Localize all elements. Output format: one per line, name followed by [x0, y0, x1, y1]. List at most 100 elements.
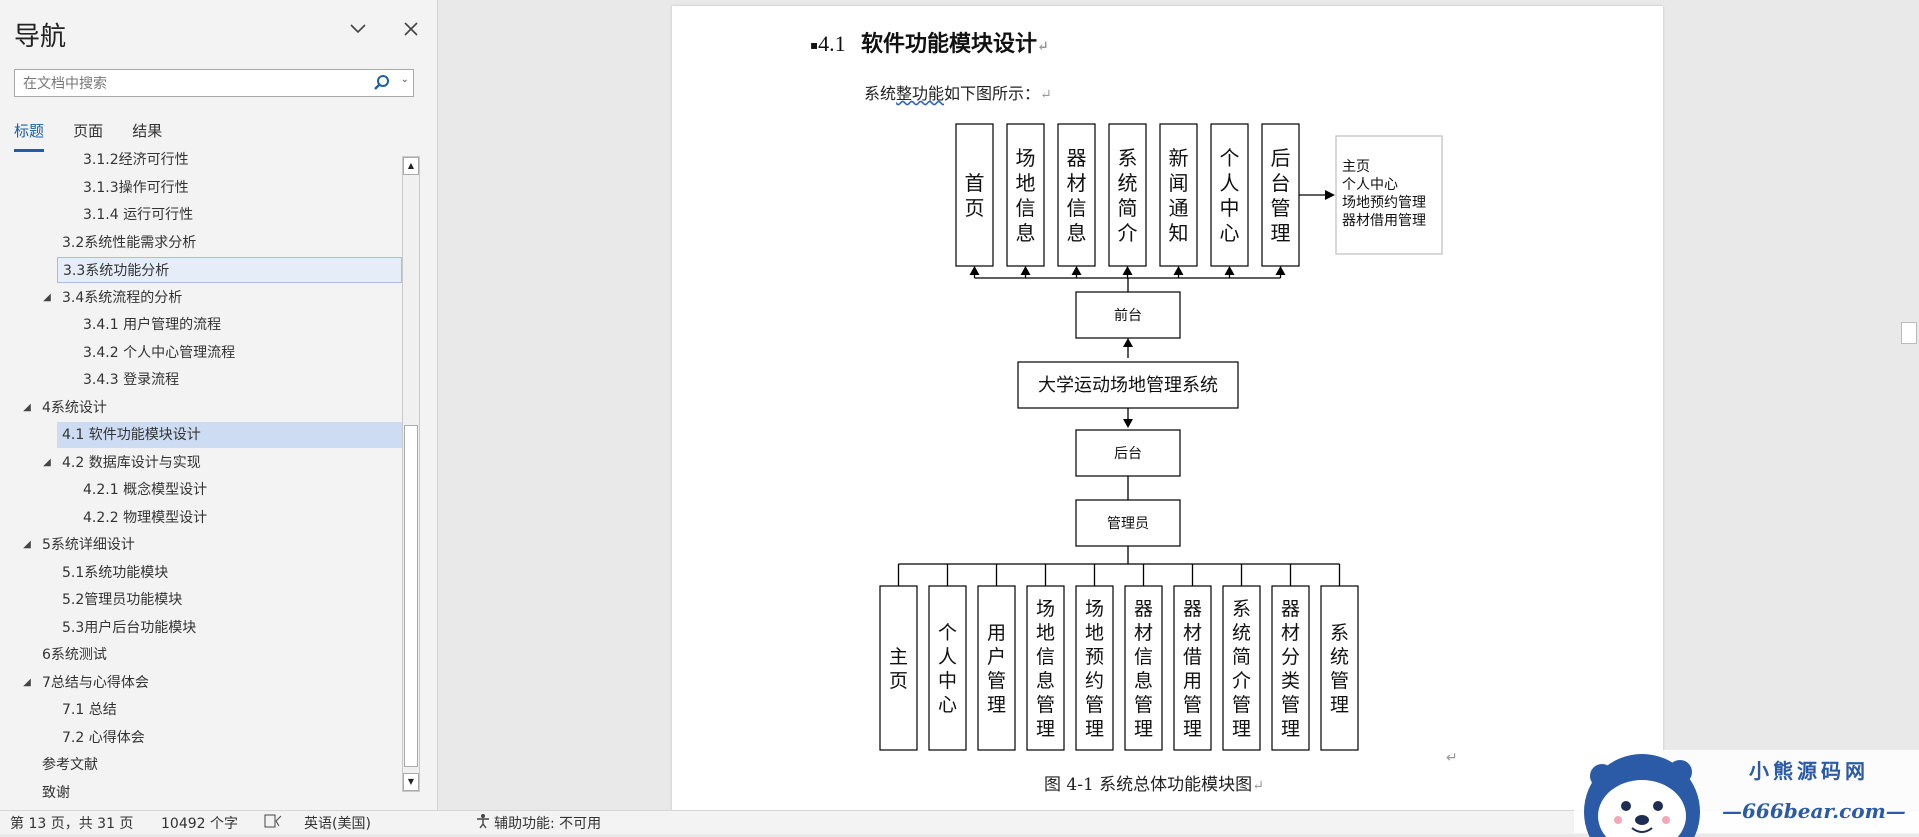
- front-module-box: [1210, 123, 1249, 267]
- scroll-up-arrow-icon[interactable]: ▲: [403, 157, 419, 175]
- nav-heading-item[interactable]: 3.1.4 运行可行性: [0, 202, 402, 228]
- scroll-down-arrow-icon[interactable]: ▼: [403, 773, 419, 791]
- nav-heading-label: 4.2 数据库设计与实现: [62, 454, 201, 471]
- nav-heading-label: 4系统设计: [42, 399, 107, 416]
- expand-collapse-triangle-icon[interactable]: ◢: [43, 291, 51, 303]
- search-icon[interactable]: [371, 72, 393, 94]
- caption-text: 图 4-1 系统总体功能模块图: [1044, 775, 1253, 795]
- word-count[interactable]: 10492 个字: [161, 816, 238, 832]
- nav-heading-label: 7.2 心得体会: [62, 729, 145, 746]
- expand-collapse-triangle-icon[interactable]: ◢: [23, 401, 31, 413]
- nav-heading-label: 7总结与心得体会: [42, 674, 149, 691]
- section-heading: ▪4.1 软件功能模块设计↵: [810, 26, 1049, 58]
- nav-options-chevron-down-icon[interactable]: [345, 18, 371, 44]
- nav-heading-item[interactable]: ◢ 7总结与心得体会: [0, 670, 402, 696]
- nav-heading-item[interactable]: 5.3用户后台功能模块: [0, 615, 402, 641]
- nav-heading-item[interactable]: 5.1系统功能模块: [0, 560, 402, 586]
- nav-heading-label: 5.1系统功能模块: [62, 564, 169, 581]
- nav-heading-item[interactable]: 7.2 心得体会: [0, 725, 402, 751]
- figure-caption: 图 4-1 系统总体功能模块图↵: [1044, 770, 1264, 795]
- front-node-box: [1075, 291, 1181, 339]
- backend-menu-box: [1335, 135, 1443, 255]
- site-watermark-logo: 小熊源码网 —666bear.com—: [1574, 750, 1919, 837]
- nav-heading-item[interactable]: ◢ 3.4系统流程的分析: [0, 285, 402, 311]
- nav-heading-label: 3.1.3操作可行性: [83, 179, 189, 196]
- admin-module-box: [1320, 585, 1359, 751]
- document-scrollbar-thumb[interactable]: [1901, 322, 1917, 344]
- admin-module-label: 器材分类管理: [1281, 598, 1300, 740]
- nav-heading-item[interactable]: 3.4.1 用户管理的流程: [0, 312, 402, 338]
- proofing-icon[interactable]: [264, 813, 282, 833]
- tab-pages[interactable]: 页面: [73, 122, 104, 140]
- nav-heading-label: 3.4.2 个人中心管理流程: [83, 344, 236, 361]
- nav-heading-item[interactable]: 参考文献: [0, 752, 402, 778]
- nav-heading-item[interactable]: 7.1 总结: [0, 697, 402, 723]
- nav-heading-label: 3.4.1 用户管理的流程: [83, 317, 222, 333]
- accessibility-status[interactable]: 辅助功能: 不可用: [494, 816, 602, 832]
- admin-module-box: [1222, 585, 1261, 751]
- scrollbar-thumb[interactable]: [404, 425, 418, 767]
- nav-heading-item[interactable]: 致谢: [0, 780, 402, 806]
- nav-heading-item[interactable]: 5.2管理员功能模块: [0, 587, 402, 613]
- admin-module-box: [977, 585, 1016, 751]
- admin-module-label: 系统简介管理: [1232, 598, 1251, 740]
- front-node-label: 前台: [1114, 307, 1142, 324]
- intro-text-spellcheck: 整功能: [896, 84, 945, 103]
- front-module-box: [1006, 123, 1045, 267]
- front-module-label: 个人中心: [1220, 146, 1240, 245]
- search-options-chevron-down-icon[interactable]: ⌄: [400, 74, 409, 85]
- front-module-label: 系统简介: [1118, 146, 1138, 245]
- nav-heading-item[interactable]: 4.1 软件功能模块设计: [57, 422, 402, 448]
- page-count[interactable]: 第 13 页，共 31 页: [10, 816, 134, 832]
- close-icon[interactable]: [398, 18, 424, 44]
- intro-text-pre: 系统: [864, 84, 897, 103]
- language[interactable]: 英语(美国): [304, 816, 371, 832]
- nav-heading-item[interactable]: 3.3系统功能分析: [57, 257, 402, 283]
- nav-heading-item[interactable]: 3.4.3 登录流程: [0, 367, 402, 393]
- nav-heading-item[interactable]: 3.1.3操作可行性: [0, 175, 402, 201]
- tab-results[interactable]: 结果: [132, 122, 163, 140]
- menu-arrowhead: [1325, 190, 1335, 200]
- nav-heading-label: 4.2.2 物理模型设计: [83, 509, 208, 526]
- expand-collapse-triangle-icon[interactable]: ◢: [43, 456, 51, 468]
- nav-heading-label: 参考文献: [42, 757, 98, 773]
- system-node-label: 大学运动场地管理系统: [1038, 375, 1218, 396]
- front-module-label: 首页: [965, 171, 985, 220]
- expand-collapse-triangle-icon[interactable]: ◢: [23, 676, 31, 688]
- admin-node-label: 管理员: [1107, 516, 1149, 532]
- nav-heading-item[interactable]: 3.4.2 个人中心管理流程: [0, 340, 402, 366]
- system-node-box: [1017, 361, 1239, 409]
- tab-headings[interactable]: 标题: [14, 120, 45, 152]
- nav-scrollbar[interactable]: ▲ ▼: [402, 156, 420, 792]
- nav-heading-item[interactable]: ◢ 4系统设计: [0, 395, 402, 421]
- admin-module-box: [1173, 585, 1212, 751]
- front-arrowhead: [969, 266, 980, 275]
- document-page[interactable]: ▪4.1 软件功能模块设计↵ 系统整功能如下图所示：↵ 首页场地信息器材信息系统…: [672, 6, 1663, 810]
- paragraph-mark: ↵: [1036, 39, 1049, 55]
- expand-collapse-triangle-icon[interactable]: ◢: [23, 539, 31, 550]
- admin-module-box: [1026, 585, 1065, 751]
- nav-heading-item[interactable]: 4.2.1 概念模型设计: [0, 477, 402, 503]
- heading-text: 软件功能模块设计: [860, 31, 1037, 57]
- nav-heading-item[interactable]: 3.2系统性能需求分析: [0, 230, 402, 256]
- intro-text-post: 如下图所示：: [944, 84, 1041, 103]
- nav-heading-item[interactable]: 4.2.2 物理模型设计: [0, 505, 402, 531]
- accessibility-icon[interactable]: [474, 813, 492, 833]
- paragraph-mark: ↵: [1252, 778, 1264, 794]
- nav-heading-item[interactable]: 3.1.2经济可行性: [0, 147, 402, 173]
- front-module-box: [1159, 123, 1198, 267]
- admin-node-box: [1075, 499, 1181, 547]
- search-input[interactable]: [21, 71, 365, 97]
- backend-menu-item: 主页: [1342, 159, 1370, 175]
- nav-heading-item[interactable]: ◢5系统详细设计: [0, 532, 402, 558]
- nav-heading-item[interactable]: 6系统测试: [0, 642, 402, 668]
- admin-module-label: 个人中心: [938, 622, 957, 716]
- front-arrowhead: [1020, 266, 1031, 275]
- document-scrollbar[interactable]: [1899, 6, 1919, 810]
- back-node-box: [1075, 429, 1181, 477]
- admin-module-label: 器材信息管理: [1134, 598, 1153, 740]
- front-module-label: 场地信息: [1016, 146, 1036, 245]
- nav-heading-label: 3.4系统流程的分析: [62, 289, 183, 306]
- nav-heading-item[interactable]: ◢ 4.2 数据库设计与实现: [0, 450, 402, 476]
